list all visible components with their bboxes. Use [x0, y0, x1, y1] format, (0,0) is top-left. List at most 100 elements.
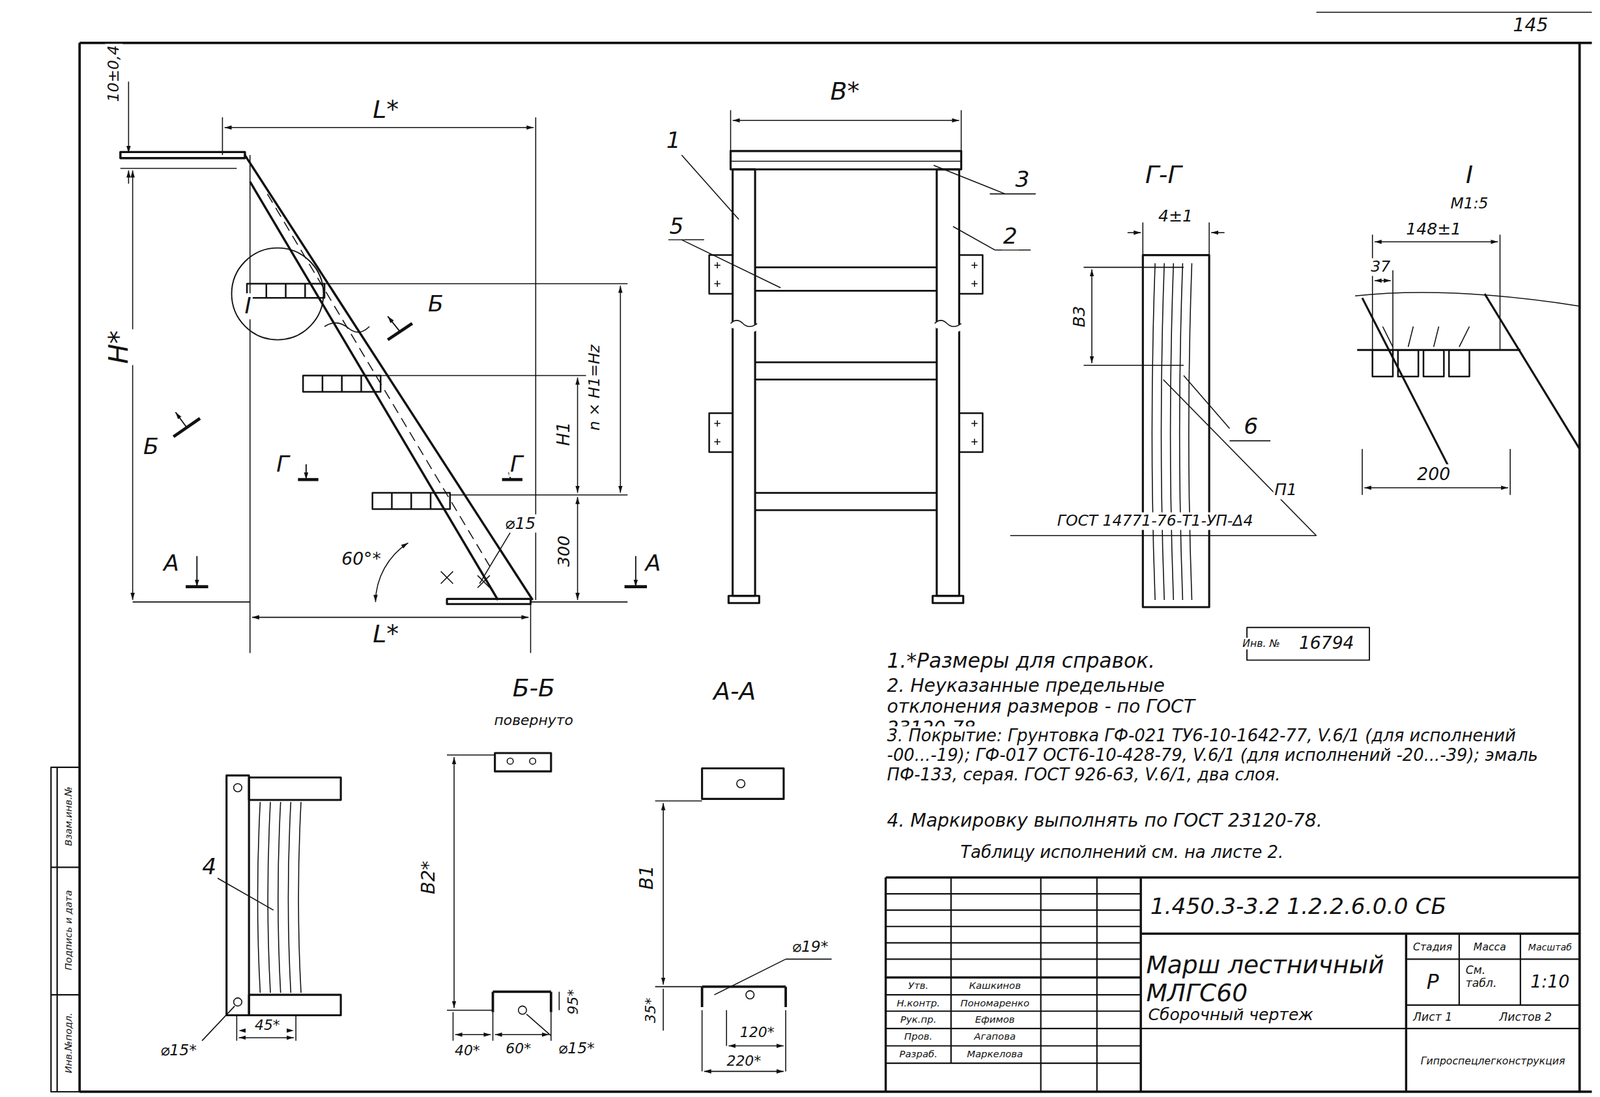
drawing-label: 1.450.3-3.2 1.2.2.6.0.0 СБ: [1149, 893, 1448, 920]
drawing-label: Подпись и дата: [63, 889, 75, 972]
drawing-label: 1: [665, 127, 683, 154]
drawing-label: ⌀15: [503, 514, 537, 533]
drawing-label: Утв.: [906, 980, 930, 992]
label-holder: Марш лестничный МЛГС60: [1144, 951, 1400, 1008]
drawing-label: 4: [200, 854, 218, 881]
drawing-label: Масса: [1472, 941, 1508, 954]
drawing-label: Взам.инв.№: [63, 785, 75, 848]
label-holder: n × H1=Hz: [586, 343, 604, 432]
label-holder: 1.450.3-3.2 1.2.2.6.0.0 СБ: [1149, 893, 1578, 920]
drawing-label: Г: [508, 451, 524, 478]
label-holder: Пономаренко: [958, 997, 1031, 1010]
label-holder: H1: [553, 420, 574, 447]
drawing-label: 1.*Размеры для справок.: [885, 648, 1157, 673]
drawing-label: П1: [1272, 480, 1299, 500]
label-holder: A-A: [712, 677, 758, 706]
label-holder: См. табл.: [1464, 964, 1518, 991]
label-holder: 120*: [738, 1024, 776, 1042]
drawing-label: 2: [1001, 224, 1019, 251]
label-holder: Г: [274, 451, 290, 478]
section-g-g: [1010, 222, 1317, 608]
label-holder: M1:5: [1448, 195, 1490, 214]
section-a-a: [655, 768, 832, 1072]
drawing-label: Кашкинов: [967, 980, 1023, 992]
label-holder: Кашкинов: [967, 979, 1023, 992]
drawing-label: Инв.№подл.: [63, 1011, 75, 1075]
label-holder: L*: [371, 620, 400, 649]
drawing-label: ⌀19*: [790, 938, 830, 956]
drawing-label: L*: [371, 96, 400, 125]
detail-i: [1355, 234, 1580, 495]
label-holder: Масса: [1472, 941, 1508, 954]
drawing-label: Разраб.: [897, 1048, 939, 1060]
label-holder: 40*: [453, 1042, 482, 1060]
label-holder: ⌀15*: [158, 1042, 199, 1060]
drawing-title: Марш лестничный МЛГС60: [1144, 951, 1400, 1008]
drawing-label: B*: [829, 77, 862, 106]
drawing-label: Стадия: [1411, 941, 1454, 954]
drawing-label: ГОСТ 14771-76-Т1-УП-Δ4: [1056, 512, 1255, 531]
drawing-label: 60*: [504, 1041, 533, 1058]
label-holder: Таблицу исполнений см. на листе 2.: [958, 842, 1572, 863]
drawing-label: Сборочный чертеж: [1147, 1005, 1315, 1025]
drawing-label: B2*: [418, 859, 440, 896]
label-holder: I: [243, 293, 253, 320]
drawing-label: I: [1464, 161, 1475, 190]
label-holder: П1: [1272, 480, 1299, 500]
drawing-label: См. табл.: [1464, 964, 1518, 991]
label-holder: 95*: [565, 988, 582, 1017]
label-holder: I: [1464, 161, 1475, 190]
label-holder: 16794: [1297, 632, 1356, 653]
label-holder: 45*: [253, 1017, 282, 1034]
label-holder: Б-Б: [511, 674, 557, 703]
drawing-label: 3. Покрытие: Грунтовка ГФ-021 ТУ6-10-164…: [885, 726, 1560, 785]
label-holder: Н.контр.: [895, 997, 942, 1010]
label-holder: 6: [1242, 413, 1260, 440]
label-holder: 220*: [725, 1052, 763, 1070]
drawing-label: 5: [668, 213, 686, 240]
title-block: [885, 877, 1580, 1092]
label-holder: 4. Маркировку выполнять по ГОСТ 23120-78…: [885, 810, 1539, 832]
drawing-label: 95*: [565, 988, 582, 1017]
stair-front-view: [668, 110, 1036, 604]
drawing-label: 220*: [725, 1052, 763, 1070]
label-holder: Подпись и дата: [62, 889, 75, 972]
margin-strip: [50, 767, 80, 1092]
drawing-label: Г-Г: [1143, 161, 1183, 190]
drawing-label: Листов 2: [1497, 1011, 1554, 1025]
label-holder: Листов 2: [1497, 1011, 1554, 1025]
label-holder: 300: [555, 534, 574, 569]
drawing-label: 1:10: [1528, 971, 1571, 992]
label-holder: Масштаб: [1527, 941, 1574, 954]
label-holder: 3. Покрытие: Грунтовка ГФ-021 ТУ6-10-164…: [885, 726, 1560, 785]
label-holder: повернуто: [492, 712, 574, 729]
label-holder: ГОСТ 14771-76-Т1-УП-Δ4: [1056, 512, 1255, 531]
drawing-label: ⌀15*: [158, 1042, 199, 1060]
label-holder: 35*: [642, 996, 660, 1025]
drawing-label: Пономаренко: [958, 998, 1031, 1010]
drawing-label: H*: [102, 328, 134, 365]
drawing-label: Б-Б: [511, 674, 557, 703]
label-holder: Гипроспецлегконструкция: [1419, 1055, 1567, 1068]
label-holder: Инв.№подл.: [62, 1011, 75, 1075]
drawing-label: Таблицу исполнений см. на листе 2.: [958, 842, 1285, 863]
label-holder: B3: [1070, 304, 1090, 329]
label-holder: ⌀15*: [557, 1040, 597, 1058]
label-holder: Агапова: [972, 1030, 1017, 1043]
label-holder: L*: [371, 96, 400, 125]
label-holder: Р: [1425, 970, 1441, 994]
label-holder: H*: [102, 328, 134, 365]
stair-side-view: [120, 81, 647, 653]
label-holder: Рук.пр.: [899, 1013, 938, 1026]
section-b-b: [446, 753, 559, 1042]
drawing-label: A-A: [712, 677, 758, 706]
drawing-label: 3: [1013, 166, 1031, 193]
drawing-label: B1: [636, 863, 658, 891]
drawing-label: Г: [274, 451, 290, 478]
drawing-label: I: [243, 293, 253, 320]
drawing-label: Б: [426, 291, 445, 318]
label-holder: 2: [1001, 224, 1019, 251]
drawing-label: 4. Маркировку выполнять по ГОСТ 23120-78…: [885, 810, 1324, 832]
label-holder: 1.*Размеры для справок.: [885, 648, 1254, 673]
label-holder: A: [644, 550, 663, 577]
